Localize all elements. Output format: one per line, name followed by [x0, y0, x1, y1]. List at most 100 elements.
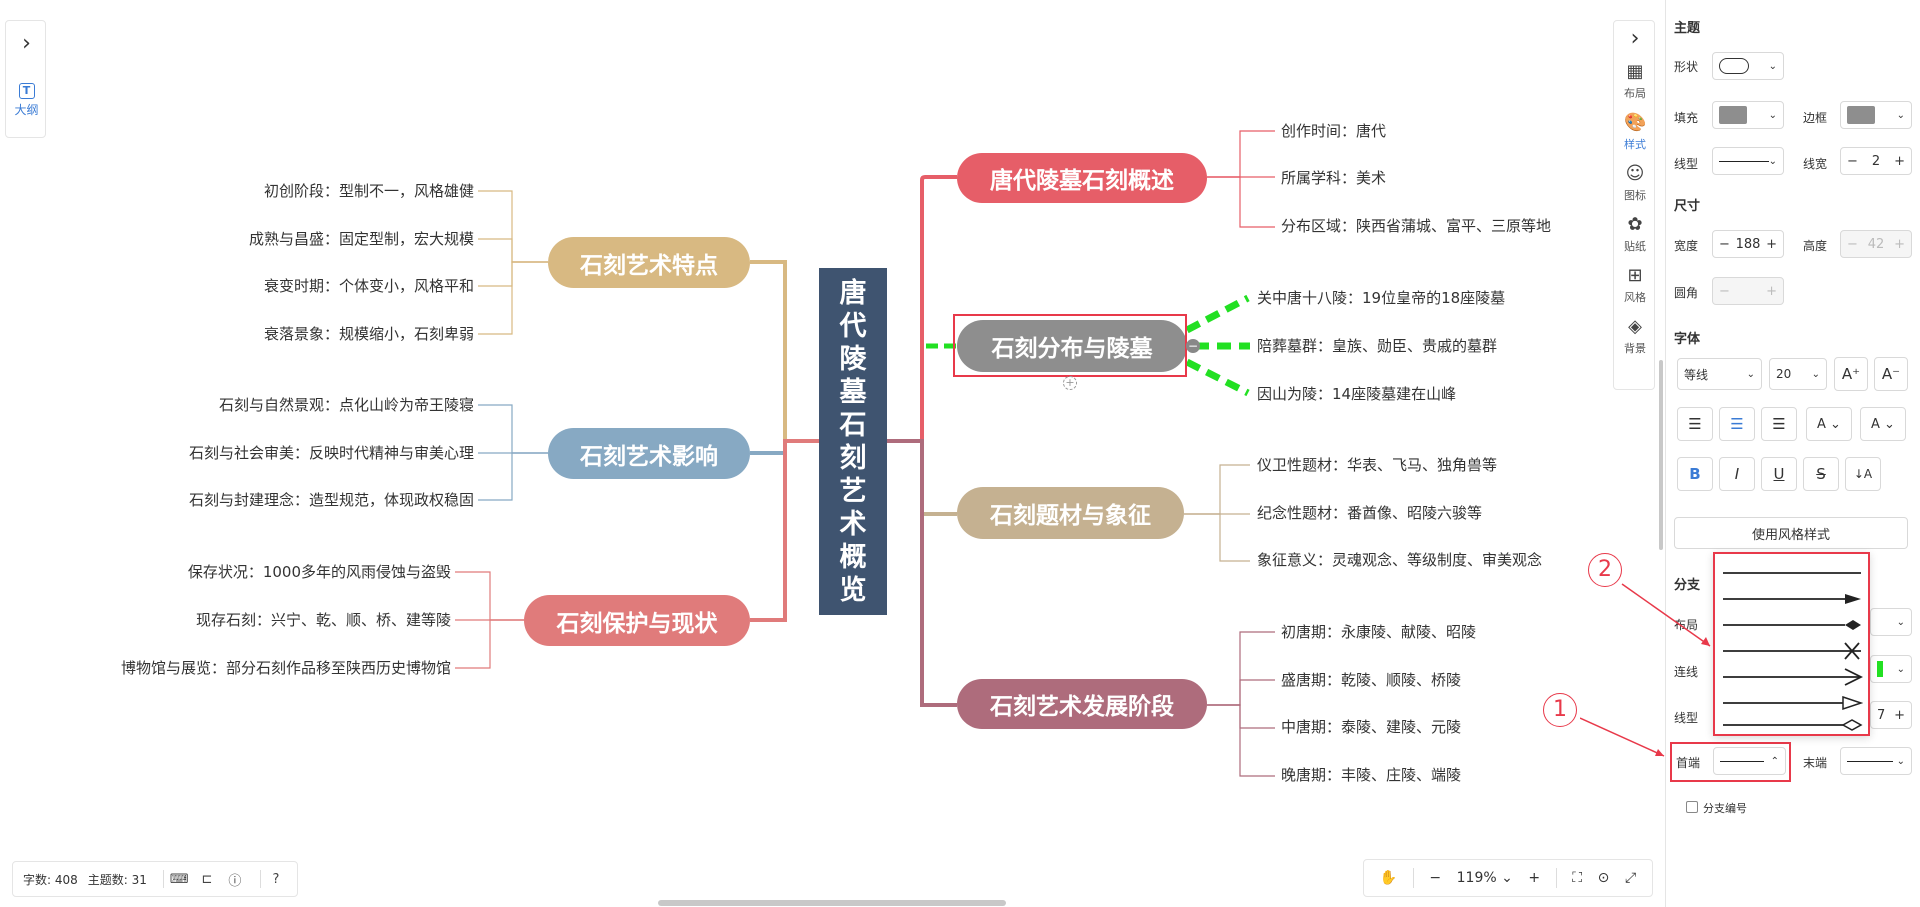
- leaf-topic[interactable]: 创作时间：唐代: [1281, 122, 1387, 140]
- add-child-icon[interactable]: +: [1063, 376, 1077, 390]
- text-direction-button[interactable]: ↓A: [1845, 457, 1881, 491]
- font-decrease-button[interactable]: A⁻: [1874, 357, 1908, 391]
- hand-icon[interactable]: ✋: [1379, 870, 1398, 886]
- leaf-topic[interactable]: 晚唐期：丰陵、庄陵、端陵: [1281, 766, 1462, 784]
- fill-swatch: [1719, 106, 1747, 124]
- tool-icon[interactable]: ☺ 图标: [1624, 163, 1646, 202]
- line-start-select[interactable]: ⌃: [1713, 747, 1786, 775]
- branch-node-features[interactable]: 石刻艺术特点: [548, 237, 750, 288]
- align-right-button[interactable]: ☰: [1761, 407, 1797, 441]
- line-style-filled-arrow[interactable]: [1721, 586, 1863, 612]
- leaf-topic[interactable]: 象征意义：灵魂观念、等级制度、审美观念: [1257, 551, 1543, 569]
- zoom-level[interactable]: 119% ⌄: [1456, 870, 1513, 886]
- leaf-topic[interactable]: 纪念性题材：番酋像、昭陵六骏等: [1257, 504, 1483, 522]
- collapse-icon[interactable]: −: [1186, 339, 1200, 353]
- tool-style[interactable]: 🎨 样式: [1624, 112, 1647, 151]
- strikethrough-button[interactable]: S: [1803, 457, 1839, 491]
- leaf-topic[interactable]: 所属学科：美术: [1281, 169, 1387, 187]
- tool-sticker[interactable]: ✿ 贴纸: [1624, 214, 1646, 253]
- border-color-select[interactable]: ⌄: [1840, 101, 1912, 129]
- branch-node-themes[interactable]: 石刻题材与象征: [957, 487, 1184, 539]
- info-icon[interactable]: ⓘ: [228, 873, 242, 889]
- leaf-topic[interactable]: 分布区域：陕西省蒲城、富平、三原等地: [1281, 217, 1552, 235]
- line-style-cross[interactable]: [1721, 638, 1863, 664]
- font-increase-button[interactable]: A⁺: [1834, 357, 1868, 391]
- align-left-button[interactable]: ☰: [1677, 407, 1713, 441]
- topic-count: 主题数: 31: [87, 872, 147, 887]
- leaf-topic[interactable]: 衰变时期：个体变小，风格平和: [263, 277, 474, 295]
- line-style-hollow-diamond[interactable]: [1721, 712, 1863, 738]
- branch-node-distribution[interactable]: 石刻分布与陵墓: [957, 320, 1187, 372]
- branch-line-stepper[interactable]: 7+: [1870, 701, 1912, 729]
- text-box-icon: T: [18, 83, 35, 99]
- leaf-topic[interactable]: 中唐期：泰陵、建陵、元陵: [1281, 718, 1462, 736]
- line-style-hollow-arrow[interactable]: [1721, 690, 1863, 716]
- line-end-select[interactable]: ⌄: [1840, 747, 1912, 775]
- branch-node-protection[interactable]: 石刻保护与现状: [524, 595, 750, 646]
- branch-layout-select[interactable]: ⌄: [1870, 608, 1912, 636]
- apply-style-button[interactable]: 使用风格样式: [1674, 517, 1908, 549]
- sticker-icon: ✿: [1627, 214, 1643, 235]
- expand-left-chevron-icon[interactable]: ›: [22, 31, 31, 56]
- bold-button[interactable]: B: [1677, 457, 1713, 491]
- leaf-topic[interactable]: 衰落景象：规模缩小，石刻卑弱: [263, 325, 474, 343]
- zoom-in-icon[interactable]: +: [1528, 870, 1541, 886]
- outline-button[interactable]: T 大纲: [6, 83, 47, 118]
- center-icon[interactable]: ⊙: [1597, 870, 1610, 886]
- shape-select[interactable]: ⌄: [1712, 52, 1784, 80]
- leaf-topic[interactable]: 成熟与昌盛：固定型制，宏大规模: [248, 230, 474, 248]
- collapse-panel-chevron-icon[interactable]: ›: [1630, 26, 1640, 51]
- layers-icon: ◈: [1628, 316, 1642, 337]
- leaf-topic[interactable]: 石刻与封建理念：造型规范，体现政权稳固: [188, 491, 474, 509]
- width-stepper[interactable]: −188+: [1712, 230, 1784, 258]
- branch-numbering-checkbox[interactable]: [1686, 801, 1698, 813]
- leaf-topic[interactable]: 石刻与社会审美：反映时代精神与审美心理: [188, 444, 474, 462]
- fullscreen-icon[interactable]: ⤢: [1624, 870, 1637, 886]
- line-style-diamond[interactable]: [1721, 612, 1863, 638]
- leaf-topic[interactable]: 关中唐十八陵：19位皇帝的18座陵墓: [1257, 289, 1506, 307]
- border-swatch: [1847, 106, 1875, 124]
- leaf-topic[interactable]: 现存石刻：兴宁、乾、顺、桥、建等陵: [195, 611, 451, 629]
- line-width-stepper[interactable]: −2+: [1840, 147, 1912, 175]
- italic-button[interactable]: I: [1719, 457, 1755, 491]
- root-topic[interactable]: 唐代陵墓石刻艺术概览: [819, 268, 887, 615]
- leaf-topic[interactable]: 因山为陵：14座陵墓建在山峰: [1257, 385, 1457, 403]
- structure-icon[interactable]: ⊏: [201, 871, 213, 887]
- leaf-topic[interactable]: 石刻与自然景观：点化山岭为帝王陵寝: [218, 396, 474, 414]
- branch-node-stages[interactable]: 石刻艺术发展阶段: [957, 679, 1207, 729]
- branch-node-influence[interactable]: 石刻艺术影响: [548, 428, 750, 479]
- leaf-topic[interactable]: 仪卫性题材：华表、飞马、独角兽等: [1257, 456, 1498, 474]
- zoom-out-icon[interactable]: −: [1429, 870, 1442, 886]
- tool-background[interactable]: ◈ 背景: [1624, 316, 1646, 355]
- leaf-topic[interactable]: 保存状况：1000多年的风雨侵蚀与盗毁: [187, 563, 451, 581]
- tool-layout[interactable]: ▦ 布局: [1624, 61, 1646, 100]
- leaf-topic[interactable]: 初创阶段：型制不一，风格雄健: [263, 182, 474, 200]
- keyboard-icon[interactable]: ⌨: [169, 871, 189, 887]
- vertical-scrollbar[interactable]: [1659, 360, 1663, 550]
- fit-screen-icon[interactable]: ⛶: [1572, 870, 1583, 886]
- line-style-open-arrow[interactable]: [1721, 664, 1863, 690]
- underline-button[interactable]: U: [1761, 457, 1797, 491]
- branch-layout-label: 布局: [1674, 618, 1699, 632]
- tool-theme[interactable]: ⊞ 风格: [1624, 265, 1646, 304]
- help-icon[interactable]: ?: [272, 871, 280, 887]
- height-label: 高度: [1803, 239, 1828, 253]
- font-family-select[interactable]: 等线⌄: [1677, 358, 1762, 390]
- align-center-button[interactable]: ☰: [1719, 407, 1755, 441]
- leaf-topic[interactable]: 陪葬墓群：皇族、勋臣、贵戚的墓群: [1257, 337, 1498, 355]
- leaf-topic[interactable]: 博物馆与展览：部分石刻作品移至陕西历史博物馆: [120, 659, 451, 677]
- horizontal-scrollbar[interactable]: [658, 900, 1006, 906]
- line-style-plain[interactable]: [1721, 560, 1863, 586]
- leaf-topic[interactable]: 盛唐期：乾陵、顺陵、桥陵: [1281, 671, 1462, 689]
- font-color-button[interactable]: A ⌄: [1806, 407, 1852, 441]
- line-type-select[interactable]: ⌄: [1712, 147, 1784, 175]
- leaf-topic[interactable]: 初唐期：永康陵、献陵、昭陵: [1281, 623, 1477, 641]
- font-section-header: 字体: [1674, 332, 1701, 347]
- branch-connect-select[interactable]: ⌄: [1870, 655, 1912, 683]
- highlight-color-button[interactable]: A ⌄: [1860, 407, 1906, 441]
- branch-section-header: 分支: [1674, 578, 1701, 593]
- branch-node-overview[interactable]: 唐代陵墓石刻概述: [957, 153, 1207, 203]
- font-size-select[interactable]: 20⌄: [1769, 358, 1827, 390]
- mindmap-canvas[interactable]: 唐代陵墓石刻艺术概览 唐代陵墓石刻概述 石刻分布与陵墓 − + 石刻题材与象征 …: [0, 0, 1660, 907]
- fill-color-select[interactable]: ⌄: [1712, 101, 1784, 129]
